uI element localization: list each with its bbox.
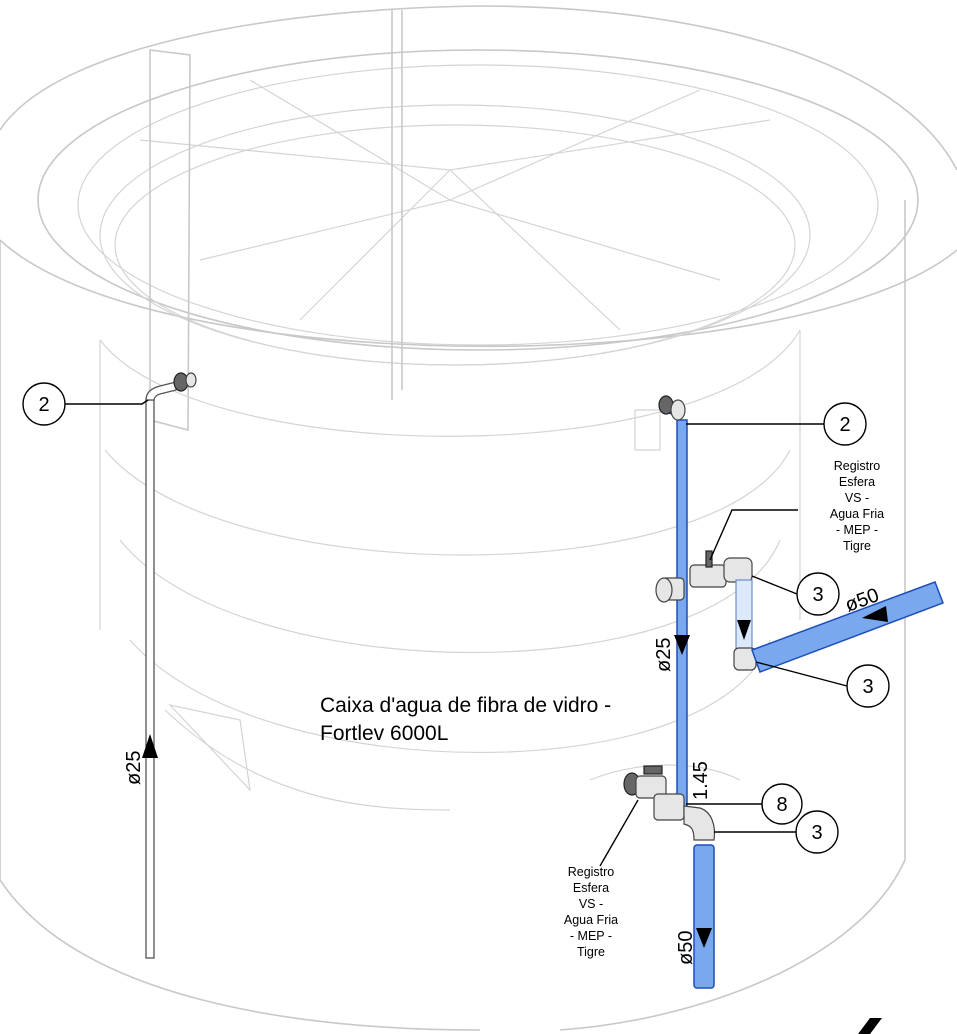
- tag-upper-valve-elbow: 3: [751, 572, 840, 616]
- left-pipe-diameter: ø25: [123, 751, 145, 785]
- left-elbow: [145, 381, 177, 401]
- svg-text:- MEP -: - MEP -: [570, 929, 612, 943]
- diagonal-pipe-flow-arrow: [862, 606, 888, 622]
- right-elbow-body: [670, 399, 686, 421]
- svg-text:Tigre: Tigre: [577, 945, 605, 959]
- cropped-title-mark: [858, 1018, 882, 1034]
- svg-text:Registro: Registro: [568, 865, 615, 879]
- tank-inner-rim: [77, 64, 879, 346]
- svg-text:Caixa d'agua de fibra de vidro: Caixa d'agua de fibra de vidro -: [320, 694, 611, 717]
- svg-text:VS -: VS -: [845, 491, 869, 505]
- tank-center-post: [391, 10, 403, 400]
- svg-text:Agua Fria: Agua Fria: [564, 913, 618, 927]
- svg-text:Esfera: Esfera: [573, 881, 609, 895]
- svg-text:3: 3: [862, 676, 873, 698]
- left-supply-pipe: ø25: [123, 372, 197, 959]
- tank-lid-cross-2: [199, 79, 721, 281]
- upper-valve-assembly: ø50: [655, 550, 944, 673]
- tank-left-wall: [0, 240, 481, 1031]
- outlet-elbow: [683, 805, 716, 841]
- svg-text:2: 2: [38, 394, 49, 416]
- left-pipe-flow-arrow: [142, 734, 158, 758]
- water-tank: [0, 5, 957, 1031]
- outlet-tee: [653, 793, 685, 821]
- tank-inner-walls: [99, 330, 801, 630]
- right-pipe-diameter: ø25: [653, 638, 675, 672]
- svg-text:3: 3: [812, 584, 823, 606]
- right-pipe-flow-arrow: [674, 635, 690, 655]
- connector-flow-arrow: [737, 620, 751, 640]
- tank-right-wall: [559, 200, 906, 1031]
- tank-right-bracket: [634, 409, 661, 451]
- left-pipe-body: [145, 399, 155, 959]
- tank-body-ring-2: [104, 449, 791, 556]
- tank-right-notch: [589, 764, 741, 781]
- tank-lid-inner: [114, 124, 796, 366]
- svg-text:Fortlev 6000L: Fortlev 6000L: [320, 722, 448, 745]
- tag-outlet-elbow: 3: [714, 810, 839, 854]
- svg-text:3: 3: [811, 822, 822, 844]
- tank-outer-rim-front: [0, 239, 957, 348]
- right-supply-pipe: ø25 1.45: [653, 395, 712, 816]
- upper-valve-end: [655, 577, 673, 603]
- lower-valve-handle[interactable]: [643, 765, 663, 775]
- upper-valve-handle[interactable]: [705, 550, 713, 568]
- upper-valve-label: Registro Esfera VS - Agua Fria - MEP - T…: [709, 459, 884, 561]
- upper-valve-body: [689, 564, 727, 588]
- tank-left-notch: [168, 704, 251, 792]
- tag-lower-elbow-connection: 3: [755, 661, 890, 708]
- right-pipe-height: 1.45: [690, 761, 712, 800]
- upper-valve-elbow: [723, 557, 753, 583]
- outlet-pipe: [693, 844, 715, 989]
- outlet-flow-arrow: [696, 928, 712, 948]
- tank-lid-edge: [99, 104, 811, 366]
- tank-body-ring-3: [119, 539, 781, 653]
- svg-text:- MEP -: - MEP -: [836, 523, 878, 537]
- diagonal-pipe: [751, 581, 944, 673]
- svg-text:Esfera: Esfera: [839, 475, 875, 489]
- right-pipe-body: [676, 419, 688, 816]
- svg-text:2: 2: [839, 414, 850, 436]
- tank-left-lug: [149, 49, 191, 432]
- tank-lid-cross: [139, 119, 771, 331]
- tank-outer-rim-top: [0, 5, 957, 171]
- tank-note: Caixa d'agua de fibra de vidro - Fortlev…: [320, 694, 611, 745]
- tank-rim-ellipse: [37, 49, 919, 351]
- tank-body-ring-4: [129, 639, 771, 753]
- tag-outlet-tee: 8: [686, 783, 803, 825]
- svg-text:Agua Fria: Agua Fria: [830, 507, 884, 521]
- tag-left-elbow: 2: [22, 382, 149, 426]
- lower-valve-label: Registro Esfera VS - Agua Fria - MEP - T…: [564, 799, 639, 959]
- lower-valve-body: [635, 775, 667, 799]
- left-inlet-nut: [185, 372, 197, 388]
- tank-bottom-left-hatch: [164, 709, 451, 811]
- svg-text:8: 8: [776, 794, 787, 816]
- lower-valve-assembly: ø50: [623, 765, 716, 989]
- tag-right-elbow: 2: [686, 402, 867, 446]
- svg-text:Tigre: Tigre: [843, 539, 871, 553]
- outlet-pipe-diameter: ø50: [675, 931, 697, 965]
- svg-text:VS -: VS -: [579, 897, 603, 911]
- svg-text:Registro: Registro: [834, 459, 881, 473]
